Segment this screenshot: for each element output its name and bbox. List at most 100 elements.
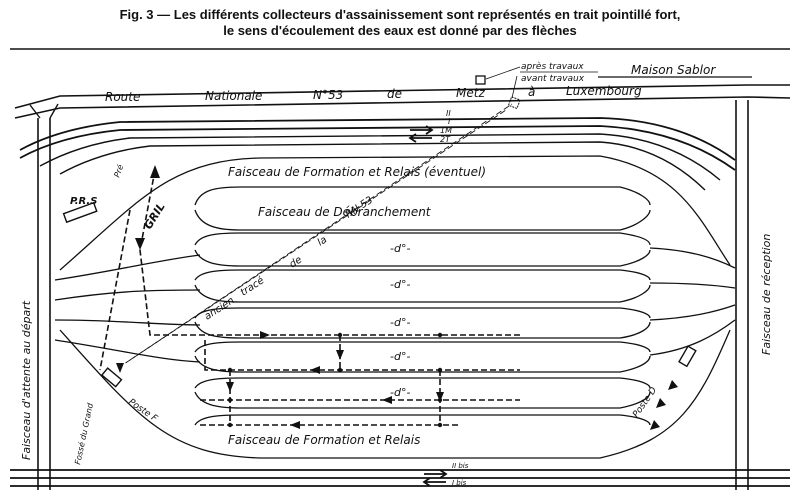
node-3 [337, 367, 343, 373]
fan-right-3 [649, 304, 736, 321]
flow-arrow-5 [382, 396, 392, 404]
label-ditto-3: -d°- [390, 316, 410, 329]
node-5 [227, 367, 233, 373]
poste-f: Poste F [100, 367, 159, 425]
fan-left-3 [54, 319, 201, 326]
poste-d: Poste D [631, 345, 697, 420]
avant-travaux-label: avant travaux [521, 74, 585, 84]
prs-building: P.R.S [62, 196, 98, 224]
label-ancien: ancien [203, 295, 237, 322]
node-2 [437, 332, 443, 338]
left-road-junction [29, 103, 59, 119]
track-code-i: I [448, 117, 451, 126]
collector-a [139, 169, 520, 336]
arrow-ii-bis [424, 469, 448, 479]
flow-arrow-2 [135, 238, 145, 250]
road-word-2: Nationale [205, 89, 262, 103]
road-word-7: Luxembourg [566, 84, 642, 98]
label-ditto-1: -d°- [390, 242, 410, 255]
track-code-2t: 2T [440, 135, 451, 144]
figure-caption-line-2: le sens d'écoulement des eaux est donné … [223, 23, 577, 38]
flow-arrow-6 [290, 421, 300, 429]
flow-arrow-9 [436, 392, 444, 402]
yard-track-outer-bottom [59, 329, 731, 459]
main-tracks-bottom: II bis I bis [10, 462, 790, 487]
yard-track-k [194, 414, 651, 426]
arrow-1m [410, 125, 434, 135]
yard-track-j [194, 391, 651, 409]
collecteurs [99, 169, 520, 426]
label-faisceau-formation-relais: Faisceau de Formation et Relais [228, 433, 420, 447]
main-tracks-top: II I 1M 2T [19, 109, 736, 191]
track-code-ii: II [446, 109, 451, 118]
prs-box [62, 201, 98, 224]
collector-pre [99, 209, 131, 371]
fan-left-4 [54, 339, 201, 363]
node-8 [227, 422, 233, 428]
node-6 [227, 397, 233, 403]
fan-right-4 [649, 319, 736, 356]
road-upper-edge [14, 84, 790, 109]
fan-left-2 [54, 289, 201, 301]
road-word-1: Route [105, 90, 140, 104]
flow-arrow-10 [116, 363, 124, 373]
node-1 [337, 332, 343, 338]
fan-left-1 [54, 254, 201, 281]
maison-before-marker [507, 96, 521, 110]
label-faisceau-formation-relais-eventuel: Faisceau de Formation et Relais (éventue… [228, 165, 486, 179]
node-7 [437, 397, 443, 403]
road-word-3: N°53 [313, 88, 343, 102]
track-code-i-bis: I bis [452, 479, 467, 487]
leader-avant [511, 75, 518, 99]
main-track-4 [59, 141, 706, 191]
main-track-3 [39, 133, 721, 181]
yard-track-a [194, 232, 651, 246]
flow-arrow-4 [310, 366, 320, 374]
yard-track-c [194, 269, 651, 281]
flow-arrow-1 [150, 165, 160, 178]
yard-track-e [194, 307, 651, 319]
yard-track-g [194, 341, 651, 353]
fosse-label: Fossé du Grand [72, 401, 95, 465]
yard-track-i [194, 377, 651, 389]
ancien-trace-line-2 [117, 109, 507, 369]
label-la: la [316, 234, 329, 248]
maison-after-marker [475, 75, 486, 85]
yard-track-d [194, 284, 651, 303]
poste-d-label: Poste D [631, 386, 659, 420]
road-lower-edge [14, 96, 791, 119]
yard-track-b [194, 249, 651, 267]
yard-track-f [194, 321, 651, 339]
route-nationale: Route Nationale N°53 de Metz à Luxembour… [14, 84, 791, 490]
node-9 [437, 422, 443, 428]
collector-nodes [227, 332, 443, 428]
leader-apres [485, 66, 521, 80]
main-track-1 [19, 117, 736, 161]
label-ditto-5: -d°- [390, 386, 410, 399]
yard-track-debranchement [194, 209, 651, 231]
track-code-1m: 1M [440, 126, 452, 135]
main-track-2 [19, 125, 736, 171]
poste-f-box [100, 367, 123, 388]
fan-right-1 [649, 247, 736, 269]
label-ditto-4: -d°- [390, 350, 410, 363]
node-4 [437, 367, 443, 373]
figure-caption-line-1: Fig. 3 — Les différents collecteurs d'as… [119, 7, 681, 22]
yard-track-outer [59, 155, 731, 271]
faisceau-attente-label: Faisceau d'attente au départ [20, 300, 33, 460]
fan-right-2 [649, 282, 736, 289]
flow-arrow-8 [226, 382, 234, 392]
track-code-ii-bis: II bis [452, 462, 469, 470]
poste-d-box [678, 345, 697, 368]
gril-label: GRIL [142, 200, 168, 231]
flow-arrows [116, 165, 678, 430]
pre-label: Pré [111, 163, 125, 179]
apres-travaux-label: après travaux [521, 61, 584, 72]
flow-arrow-12 [668, 380, 678, 390]
flow-arrow-7 [336, 350, 344, 360]
maison-sablor: après travaux avant travaux Maison Sablo… [475, 61, 752, 110]
road-word-4: de [387, 87, 402, 101]
arrow-i-bis [422, 477, 446, 487]
poste-f-label: Poste F [126, 397, 159, 424]
prs-label: P.R.S [70, 196, 97, 207]
